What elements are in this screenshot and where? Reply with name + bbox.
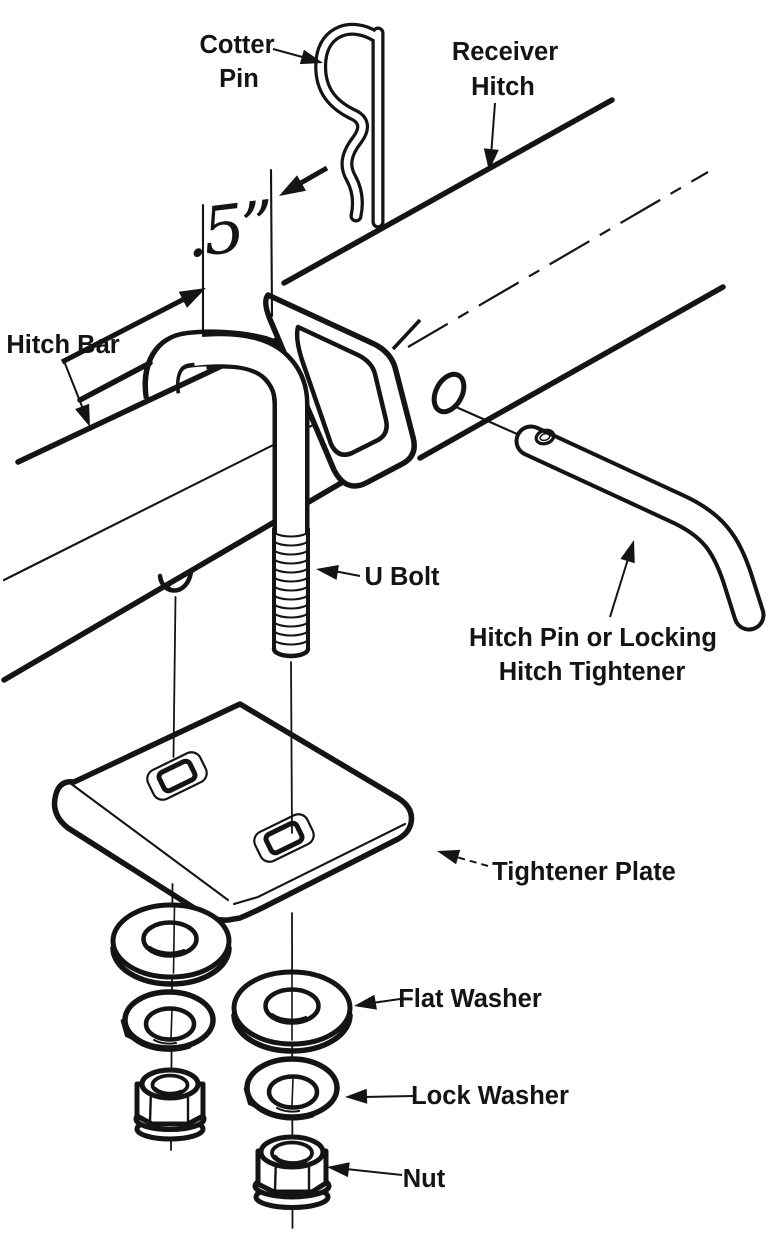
plate-slot-front: [146, 751, 208, 801]
lock-washer-right: [243, 1056, 340, 1121]
label-text: Receiver: [452, 38, 558, 66]
label-u-bolt: U Bolt: [316, 563, 440, 591]
nut-left: [133, 1067, 207, 1142]
hitch-pin-hole: [534, 428, 556, 446]
plate-face-edge: [232, 822, 407, 906]
label-nut: Nut: [327, 1162, 446, 1193]
cotter-pin-drawing: [314, 22, 385, 229]
tightener-plate-drawing: [51, 701, 415, 923]
plate-bend-line: [68, 781, 230, 902]
label-flat-washer: Flat Washer: [354, 985, 542, 1013]
dim-arrowhead-right: [279, 175, 307, 196]
leader-arrowhead: [327, 1162, 350, 1178]
extension-line-right: [269, 168, 274, 318]
tube-center-line: [407, 171, 709, 348]
label-text: Hitch Tightener: [499, 658, 686, 686]
receiver-collar: [263, 292, 417, 489]
dim-arrowhead-left: [178, 288, 206, 308]
leader-arrowhead: [316, 565, 339, 580]
flat-washer-left: [110, 902, 232, 987]
label-hitch-pin: Hitch Pin or Locking Hitch Tightener: [469, 540, 717, 686]
label-text: Lock Washer: [411, 1082, 569, 1110]
label-text: Cotter: [199, 31, 274, 59]
label-receiver-hitch: Receiver Hitch: [452, 38, 558, 171]
hitch-pin-drawing: [514, 424, 766, 632]
tube-top-edge: [281, 97, 615, 286]
bar-top-rear-edge: [77, 360, 153, 403]
collar-opening: [294, 324, 389, 457]
pin-hole-leader: [454, 405, 519, 436]
leader-arrowhead: [437, 849, 461, 865]
nut-right: [252, 1134, 332, 1210]
u-bolt-threads: [271, 528, 311, 659]
u-bolt-drawing: [191, 331, 311, 659]
label-text: Flat Washer: [398, 985, 542, 1013]
label-cotter-pin: Cotter Pin: [199, 31, 323, 93]
leader-arrowhead: [483, 148, 499, 171]
label-text: Tightener Plate: [492, 858, 676, 886]
leader-arrowhead: [620, 540, 635, 564]
label-text: Nut: [403, 1165, 446, 1193]
leader-arrowhead: [354, 994, 377, 1010]
tube-far-edge: [391, 318, 422, 351]
lock-washer-left: [120, 989, 216, 1052]
leader-arrowhead: [299, 49, 323, 65]
label-text: Hitch Bar: [6, 331, 119, 359]
dim-arrow-line-left: [60, 293, 192, 365]
dimension-callout: .5”: [60, 165, 329, 365]
tube-pin-hole: [431, 371, 467, 415]
label-lock-washer: Lock Washer: [345, 1082, 569, 1110]
tube-bottom-edge: [417, 284, 726, 461]
label-tightener-plate: Tightener Plate: [437, 849, 676, 886]
flat-washer-right: [231, 969, 353, 1054]
label-text: Pin: [219, 65, 259, 93]
leader-arrowhead: [75, 403, 90, 427]
receiver-tube: [281, 97, 726, 461]
label-hitch-bar: Hitch Bar: [6, 331, 120, 427]
label-text: Hitch Pin or Locking: [469, 624, 717, 652]
label-text: U Bolt: [364, 563, 440, 591]
dimension-text: .5”: [180, 186, 276, 273]
label-text: Hitch: [471, 73, 535, 101]
plate-slot-rear: [253, 813, 315, 863]
leader-arrowhead: [345, 1088, 368, 1104]
